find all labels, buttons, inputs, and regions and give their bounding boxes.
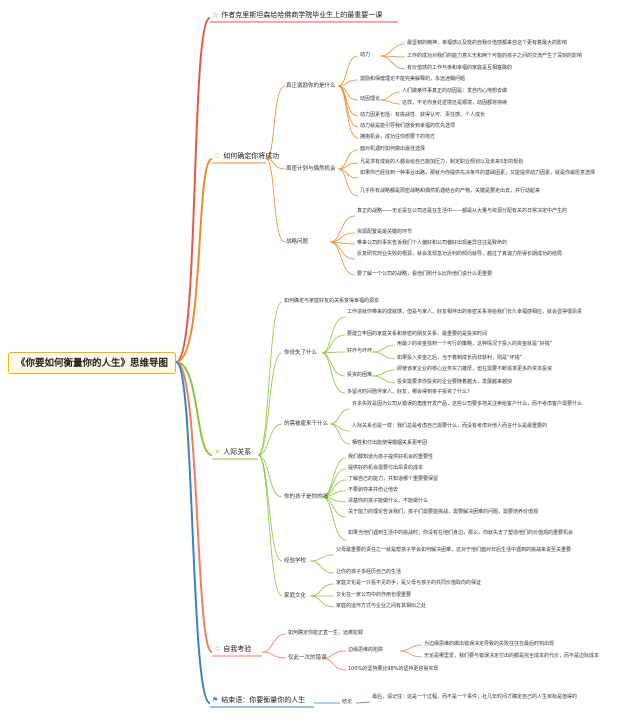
node-planning[interactable]: 周密计划与偶然机会 (286, 166, 336, 172)
branch-line-5 (175, 361, 211, 704)
branch-3-lines (257, 301, 396, 608)
node-hired-for[interactable]: 的需被雇来干什么 (284, 421, 329, 427)
node-text: 多留点时间陪伴家人、好友，哪会得到亲子投资了什么？ (347, 389, 473, 395)
node-motivation[interactable]: 真正激励你的是什么 (286, 83, 336, 89)
branch-node-author-lesson[interactable]: ☆作者克里斯坦森给哈佛商学院毕业生上的最重要一课 (212, 10, 382, 20)
node-text: 家庭的运作方式与企业之间有其相似之处 (336, 603, 427, 609)
node-text: 要了解一个公司的战略，看他们刚什么比所他们说什么更重要 (357, 271, 493, 277)
node-marginal-thinking[interactable]: 边缘思维的陷阱 (348, 647, 384, 653)
node-text: 牺牲和付出能使得婚姻关系更牢固 (352, 440, 428, 446)
star-icon: ☆ (212, 11, 219, 19)
node-text: 带来公司的事实告诉我们个人偏好和公司偏好出现差异往往是致命的 (357, 240, 508, 246)
node-drive[interactable]: 动力 (360, 52, 371, 58)
node-text: 人际关系也是一样：我们总是考虑自己需要什么，而没有考虑对他人而言什么是最重要的 (352, 423, 548, 429)
branch-label: 人际关系 (223, 448, 252, 456)
node-text: 面对机遇时如何做出最佳选择 (360, 146, 426, 152)
branch-label: 自我考验 (223, 645, 252, 653)
node-investment-difficulty[interactable]: 投资的困难 (347, 372, 373, 378)
node-text: 投资需要求你投资的企业要随着越大，发展越来越快 (397, 379, 513, 385)
node-text: 这样，不论你身处逆境还是顺境，动因都将持续 (402, 100, 508, 106)
branch-line-3 (175, 361, 213, 456)
branch-node-conclusion[interactable]: ⚑结束语：你要衡量你的人生 (212, 695, 305, 705)
node-strategy[interactable]: 战略问题 (286, 239, 309, 245)
node-text: 用最少的资金找到一个可行的策略，这种情况下投入的资金就是“好钱” (397, 341, 553, 347)
branch-node-self-test[interactable]: ☆自我考验 (214, 644, 251, 654)
node-text: 文化在一家公司中的作用也很重要 (336, 592, 412, 598)
node-text: 要建立牢固的家庭关系和亲密的朋友关系，最重要的是投资时间 (347, 331, 488, 337)
node-text: 拥抱机会，成功往你想要下的地方 (360, 134, 436, 140)
node-experience-school[interactable]: 经验学校 (284, 558, 307, 564)
branch-line-4 (175, 361, 213, 653)
sun-icon: ☀ (214, 448, 221, 456)
node-text: 如何确定与家庭好友的关系变得幸福的源泉 (284, 298, 380, 304)
node-your-children[interactable]: 你的孩子是你的吗 (284, 494, 329, 500)
node-text: 如果投入资金之后，当于着制成长而非获利，则是“坏钱” (397, 355, 523, 361)
branch-line-1 (175, 17, 211, 363)
node-text: 凡是求有成就的人都会给自己施加压力，制定职业规划以及未来5年的规划 (360, 159, 524, 165)
node-text: 如果你已经找到一种事业出路，那就为你提供先决条件的基础因素，又能提供动力因素，就… (360, 170, 596, 176)
node-good-bad-money[interactable]: 好坏与坏坏 (347, 348, 373, 354)
node-text: 不要剥夺来并伤让他去 (348, 487, 399, 493)
node-text: 提供好的机会需要付出昂贵的成本 (348, 465, 424, 471)
node-what-lost[interactable]: 你说失了什么 (284, 350, 318, 356)
node-motive-theory[interactable]: 动因理论 (360, 96, 381, 102)
node-text: 了解自己的能力，并知道哪个重要要保留 (348, 476, 439, 482)
node-text: 让你的孩子多经历自己的生活 (336, 569, 402, 575)
branch-2-lines (265, 43, 406, 276)
node-text: 动力因素包括：有挑战性、获得认可、责任感、个人成长 (360, 112, 486, 118)
node-text: 即使该家企业的核心业务实力雄厚，但在需要不断追求更多的资本投资 (397, 366, 553, 372)
node-text: 人们做某件事真正的动因是：发自内心地想去做 (402, 88, 508, 94)
node-text: 有价值感的工作与亲和幸福的家庭是互相塞融的 (407, 65, 513, 71)
node-text: 激励和保健理论不能完美解释的，永远迷糊问题 (360, 76, 466, 82)
star-icon: ☆ (214, 645, 221, 653)
node-conclusion[interactable]: 结论 (342, 699, 353, 705)
node-text: 真正的战略——无论是在公司还是在生活中——都是从大量与资源分配有关的日常决定中产… (357, 208, 568, 214)
node-text: 家庭文化是一只看不见的手，是父母与孩子的共同价值取向的保证 (336, 580, 482, 586)
node-text: 最后，请记住：这是一个过程，而不是一个事件；社几年时间才确定自己的人生目标是值得… (372, 694, 578, 700)
node-text: 许多失败是因为公司从错误的角度开发产品，这些公司要多地关注卖给客户什么，而不考虑… (352, 401, 583, 407)
node-text: 无论是哪里爱，我们要与错误决定付出的都是完全成本的代价，而不是边际成本 (424, 653, 600, 659)
node-text: 父母最重要的责任之一就是帮孩子学会如何解决困难，这对于他们面对日后生活中遇到的挑… (336, 547, 572, 553)
node-text: 工作造就你带来的成就感，但是与家人、好友相伴出的亲密关系将给我们长久幸福感相应，… (347, 309, 583, 315)
branch-5-lines (314, 701, 371, 704)
flag-icon: ⚑ (212, 696, 219, 704)
node-just-this-once[interactable]: 仅此一次的错误 (288, 655, 327, 661)
node-text: 工作的成功对我们的能力意义无和两个可能的孩子之间的交流产生了深刻的影响 (407, 53, 583, 59)
node-text: 我们都知道为孩子提供好机会的重要性 (348, 454, 434, 460)
branch-line-2 (175, 158, 213, 363)
node-text: 关于能力的理论告诉我们，孩子们需要能挑战，需要解决困难的问题，需要培养价值观 (348, 509, 539, 515)
branch-label: 如何确定你将成功 (223, 152, 280, 160)
branch-node-how-to-succeed[interactable]: ♡如何确定你将成功 (214, 151, 279, 161)
node-text: 几乎所有战略都是周密战略和偶然机遇结合的产物，关键是要走出去，并行动起来 (360, 188, 541, 194)
branch-label: 作者克里斯坦森给哈佛商学院毕业生上的最重要一课 (221, 11, 383, 19)
node-text: 动力就是能引导我们感受到幸福的优先选项 (360, 123, 456, 129)
node-text: 反复研究商业失败的根源，就会发现急功近利的倾向就导，越过了真诚力所得长期成功的结… (357, 251, 563, 257)
branch-label: 结束语：你要衡量你的人生 (221, 696, 306, 704)
node-text: 最坚韧的精神、幸福感以及能的自我价值感都来自这个更有着最大的影响 (407, 40, 568, 46)
heart-icon: ♡ (214, 152, 221, 160)
branch-4-lines (261, 633, 423, 671)
node-family-culture[interactable]: 家庭文化 (284, 593, 307, 599)
node-text: 如果当他们遇到生活中的挑战时，你没有在他们身边，那么，你就失去了塑造他们的价值观… (348, 530, 574, 536)
node-text: 100%的坚持要比98%的坚持更容易实现 (348, 666, 439, 672)
node-text: 资源配置是最关键的环节 (357, 229, 413, 235)
node-text: 如何确定你能正直一生，远离犯罪 (288, 630, 364, 636)
branch-node-relationships[interactable]: ☀人际关系 (214, 447, 251, 457)
root-node[interactable]: 《你要如何衡量你的人生》思维导图 (8, 352, 176, 374)
node-text: 为边缘思维的做出错误决定导致的失败往往在最后时刻出现 (424, 641, 555, 647)
node-text: 清楚你的孩子能做什么，不能做什么 (348, 498, 429, 504)
